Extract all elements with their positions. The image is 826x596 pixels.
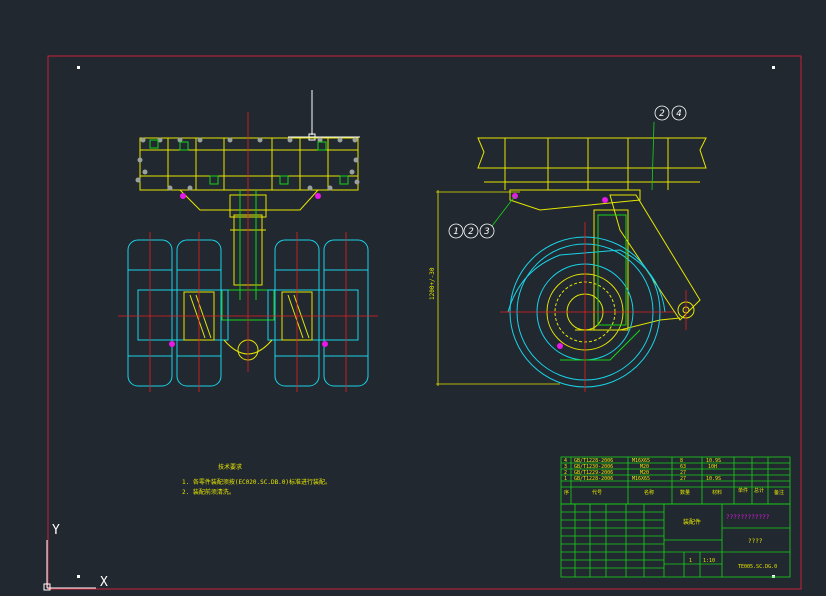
ucs-icon	[43, 540, 96, 591]
drawing-border	[47, 55, 802, 590]
front-magenta-marks	[169, 193, 328, 347]
svg-text:4: 4	[564, 458, 567, 464]
drawing-number: TE005.SC.DG.0	[738, 564, 777, 570]
ucs-x-label: X	[100, 575, 108, 590]
parts-row: 1 GB/T1228-2006 M16X65 27 10.9S	[564, 476, 721, 482]
frame-corner-marks	[77, 66, 775, 578]
svg-text:10.9S: 10.9S	[706, 476, 721, 482]
svg-text:M16X65: M16X65	[632, 476, 650, 482]
svg-text:序: 序	[564, 489, 569, 496]
side-platform	[477, 137, 707, 331]
ucs-y-label: Y	[52, 523, 60, 538]
title-block-text: 装配件 ???????????? ???? 1:10 1 TE005.SC.DG…	[683, 514, 777, 570]
sheet-number: 1	[689, 558, 692, 564]
leader-lines	[491, 121, 655, 227]
svg-text:M16X65: M16X65	[632, 458, 650, 464]
parts-header-row: 序 代号 名称 数量 材料 单件 总计 备注	[564, 487, 784, 496]
height-dimension-label: 1200+/-30	[429, 267, 436, 300]
notes-title: 技术要求	[218, 463, 242, 471]
svg-text:GB/T1229-2006: GB/T1229-2006	[574, 470, 613, 476]
svg-text:数量: 数量	[680, 489, 690, 496]
svg-text:3: 3	[564, 464, 567, 470]
callout-balloons	[448, 105, 687, 239]
svg-text:总计: 总计	[754, 487, 764, 494]
svg-text:8: 8	[680, 458, 683, 464]
parts-list: 4 GB/T1228-2006 M16X65 8 10.9S 3 GB/T123…	[564, 458, 784, 496]
title-sub: ????	[748, 538, 763, 545]
svg-text:GB/T1228-2006: GB/T1228-2006	[574, 476, 613, 482]
svg-text:备注: 备注	[774, 489, 784, 496]
svg-text:GB/T1230-2006: GB/T1230-2006	[574, 464, 613, 470]
callout-1-left: 1	[453, 227, 458, 237]
technical-notes: 技术要求 1. 各零件装配须按(EC020.SC.DB.0)标准进行装配。 2.…	[182, 463, 331, 496]
callout-2-left: 2	[468, 227, 473, 237]
svg-text:单件: 单件	[738, 487, 748, 494]
callout-4-top: 4	[676, 109, 681, 119]
svg-text:1: 1	[564, 476, 567, 482]
crosshair-cursor	[288, 90, 360, 141]
notes-line-1: 1. 各零件装配须按(EC020.SC.DB.0)标准进行装配。	[182, 478, 331, 486]
front-view	[118, 90, 378, 392]
svg-text:名称: 名称	[644, 489, 654, 496]
svg-text:代号: 代号	[592, 489, 602, 496]
svg-text:27: 27	[680, 470, 686, 476]
scale: 1:10	[703, 558, 715, 564]
svg-text:27: 27	[680, 476, 686, 482]
callout-2-top: 2	[659, 109, 664, 119]
part-title: 装配件	[683, 518, 701, 526]
front-platform	[139, 137, 359, 286]
callout-3-left: 3	[483, 227, 489, 237]
parts-row: 2 GB/T1229-2006 M20 27	[564, 470, 686, 476]
svg-text:10H: 10H	[708, 464, 717, 470]
svg-text:10.9S: 10.9S	[706, 458, 721, 464]
svg-text:2: 2	[564, 470, 567, 476]
company-name: ????????????	[726, 514, 770, 521]
height-dimension	[436, 190, 560, 386]
svg-text:M20: M20	[640, 470, 649, 476]
side-green-details	[560, 214, 641, 361]
side-view: 1200+/-30	[429, 121, 707, 392]
side-centerlines	[500, 222, 687, 392]
svg-text:材料: 材料	[712, 489, 722, 496]
front-platform-bolts	[135, 137, 360, 191]
svg-text:63: 63	[680, 464, 686, 470]
notes-line-2: 2. 装配前须清洗。	[182, 488, 235, 496]
parts-row: 3 GB/T1230-2006 M20 63 10H	[564, 464, 717, 470]
svg-text:M20: M20	[640, 464, 649, 470]
front-centerlines	[118, 112, 378, 392]
parts-row: 4 GB/T1228-2006 M16X65 8 10.9S	[564, 458, 721, 464]
title-block-grid	[560, 456, 791, 578]
svg-text:GB/T1228-2006: GB/T1228-2006	[574, 458, 613, 464]
